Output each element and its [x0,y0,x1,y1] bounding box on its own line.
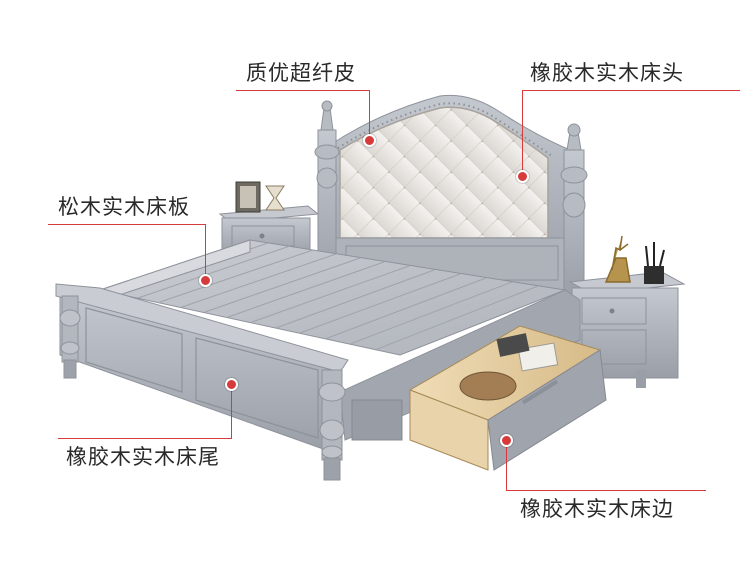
callout-headboard-line [522,90,740,91]
callout-headboard-line-v [522,90,523,176]
callout-slats-label: 松木实木床板 [58,195,190,219]
callout-footboard-label: 橡胶木实木床尾 [66,445,220,469]
callout-leather-line-v [369,90,370,140]
callout-siderail-line-v [506,442,507,491]
leather-panel [339,106,549,239]
callout-slats-dot [199,274,212,287]
callout-footboard-line [58,438,232,439]
footboard [55,283,349,481]
callout-headboard-label: 橡胶木实木床头 [530,61,684,85]
callout-siderail-label: 橡胶木实木床边 [520,497,674,521]
callout-siderail-dot [500,434,513,447]
callout-slats-line-v [205,224,206,278]
slat-platform [98,239,567,356]
callout-footboard-dot [225,378,238,391]
callout-leather-dot [363,134,376,147]
footboard-post-right [318,369,346,481]
headboard [314,94,588,301]
footboard-post-left [59,295,81,379]
callout-headboard-dot [516,170,529,183]
callout-slats-line [48,224,206,225]
callout-footboard-line-v [231,386,232,439]
callout-leather-label: 质优超纤皮 [246,61,356,85]
headboard-post-right [560,123,588,301]
callout-leather-line [236,90,370,91]
open-drawer [408,325,607,471]
callout-siderail-line [506,490,706,491]
